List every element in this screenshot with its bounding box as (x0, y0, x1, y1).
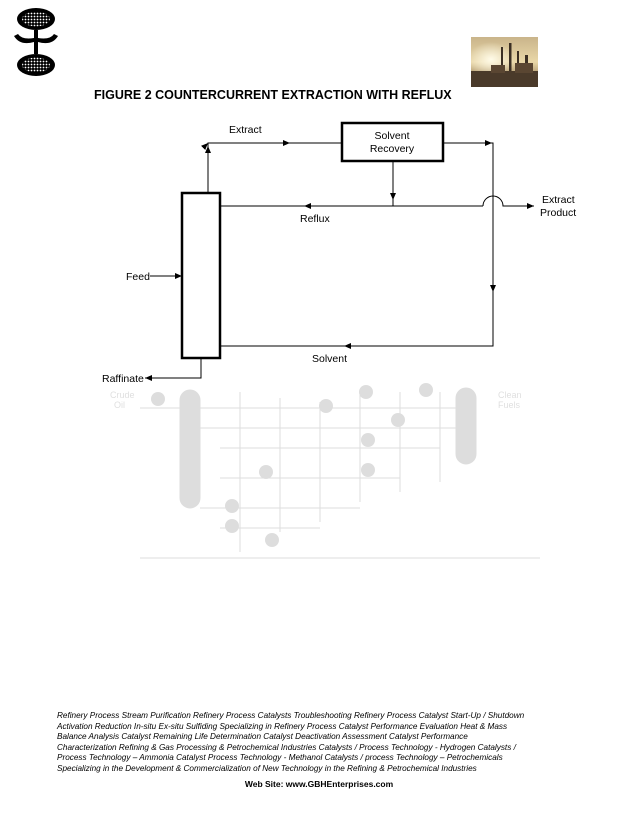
solvent-line (220, 142, 494, 347)
extract-product-line (482, 195, 534, 209)
solvent-label: Solvent (312, 353, 347, 365)
footer-line: Characterization Refining & Gas Processi… (57, 742, 516, 752)
footer-line: Process Technology – Ammonia Catalyst Pr… (57, 753, 503, 763)
extract-product-label-2: Product (540, 207, 576, 219)
watermark-crude-label-1: Crude (110, 390, 135, 400)
watermark-crude-label-2: Oil (114, 400, 125, 410)
raffinate-label: Raffinate (102, 373, 144, 385)
raffinate-line (145, 358, 202, 381)
extraction-column (180, 191, 222, 360)
background-watermark-flowsheet: Crude Oil Clean Fuels (110, 383, 540, 559)
footer-services-text: Refinery Process Stream Purification Ref… (57, 711, 557, 775)
footer-line: Refinery Process Stream Purification Ref… (57, 711, 525, 720)
footer-line: Balance Analysis Catalyst Remaining Life… (57, 732, 468, 742)
figure-title: FIGURE 2 COUNTERCURRENT EXTRACTION WITH … (94, 88, 452, 102)
refinery-photo (471, 37, 538, 87)
extract-line (200, 142, 342, 193)
watermark-clean-label-1: Clean (498, 390, 522, 400)
footer-line: Specializing in the Development & Commer… (57, 763, 477, 773)
extract-product-label-1: Extract (542, 194, 575, 206)
feed-label: Feed (126, 271, 150, 283)
extract-label: Extract (229, 124, 262, 136)
solvent-recovery-label-2: Recovery (370, 143, 415, 155)
reflux-label: Reflux (300, 213, 331, 225)
solvent-recovery-label-1: Solvent (374, 130, 409, 142)
solvent-recovery-unit (340, 121, 445, 163)
countercurrent-extraction-diagram: Extract Solvent Recovery Extract Product… (102, 121, 576, 385)
website-link[interactable]: Web Site: www.GBHEnterprises.com (244, 779, 394, 789)
watermark-clean-label-2: Fuels (498, 400, 521, 410)
company-logo (14, 8, 58, 76)
footer-line: Activation Reduction In-situ Ex-situ Sul… (57, 721, 508, 731)
